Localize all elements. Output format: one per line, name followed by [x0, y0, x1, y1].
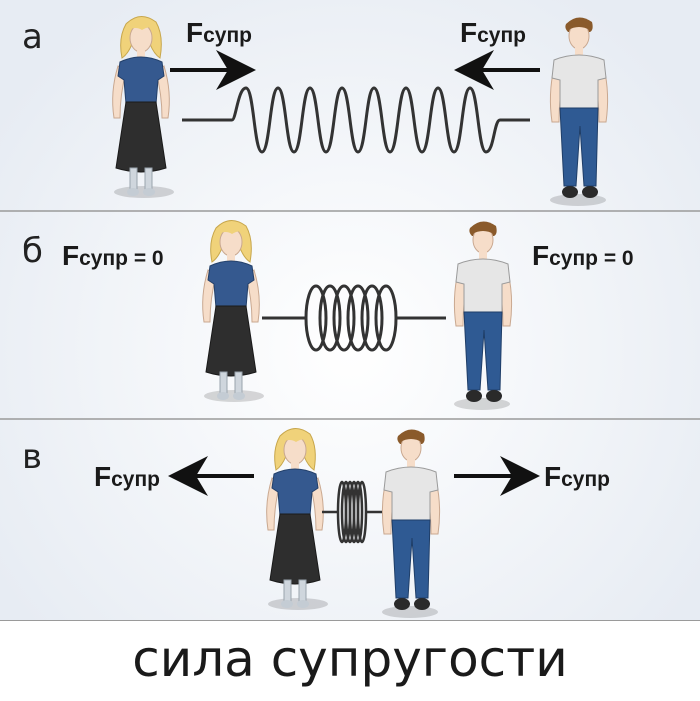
- force-label-right-b: Fсупр = 0: [532, 240, 634, 271]
- spring-relaxed: [262, 284, 446, 352]
- force-label-right-c: Fсупр: [544, 461, 610, 492]
- force-label-left-c: Fсупр: [94, 461, 160, 492]
- panel-letter-c: в: [22, 437, 42, 477]
- force-label-right-a: Fсупр: [460, 17, 526, 48]
- caption: сила супругости: [0, 620, 700, 701]
- panel-a: а Fсупр Fсупр: [22, 15, 609, 207]
- panel-b: б Fсупр = 0 Fсупр = 0: [22, 219, 634, 411]
- spring-compressed: [322, 480, 382, 544]
- spring-stretched: [182, 86, 530, 154]
- force-label-left-a: Fсупр: [186, 17, 252, 48]
- panel-letter-b: б: [22, 231, 43, 271]
- panel-letter-a: а: [22, 17, 43, 57]
- force-label-left-b: Fсупр = 0: [62, 240, 164, 271]
- panel-c: в Fсупр Fсупр: [22, 427, 610, 619]
